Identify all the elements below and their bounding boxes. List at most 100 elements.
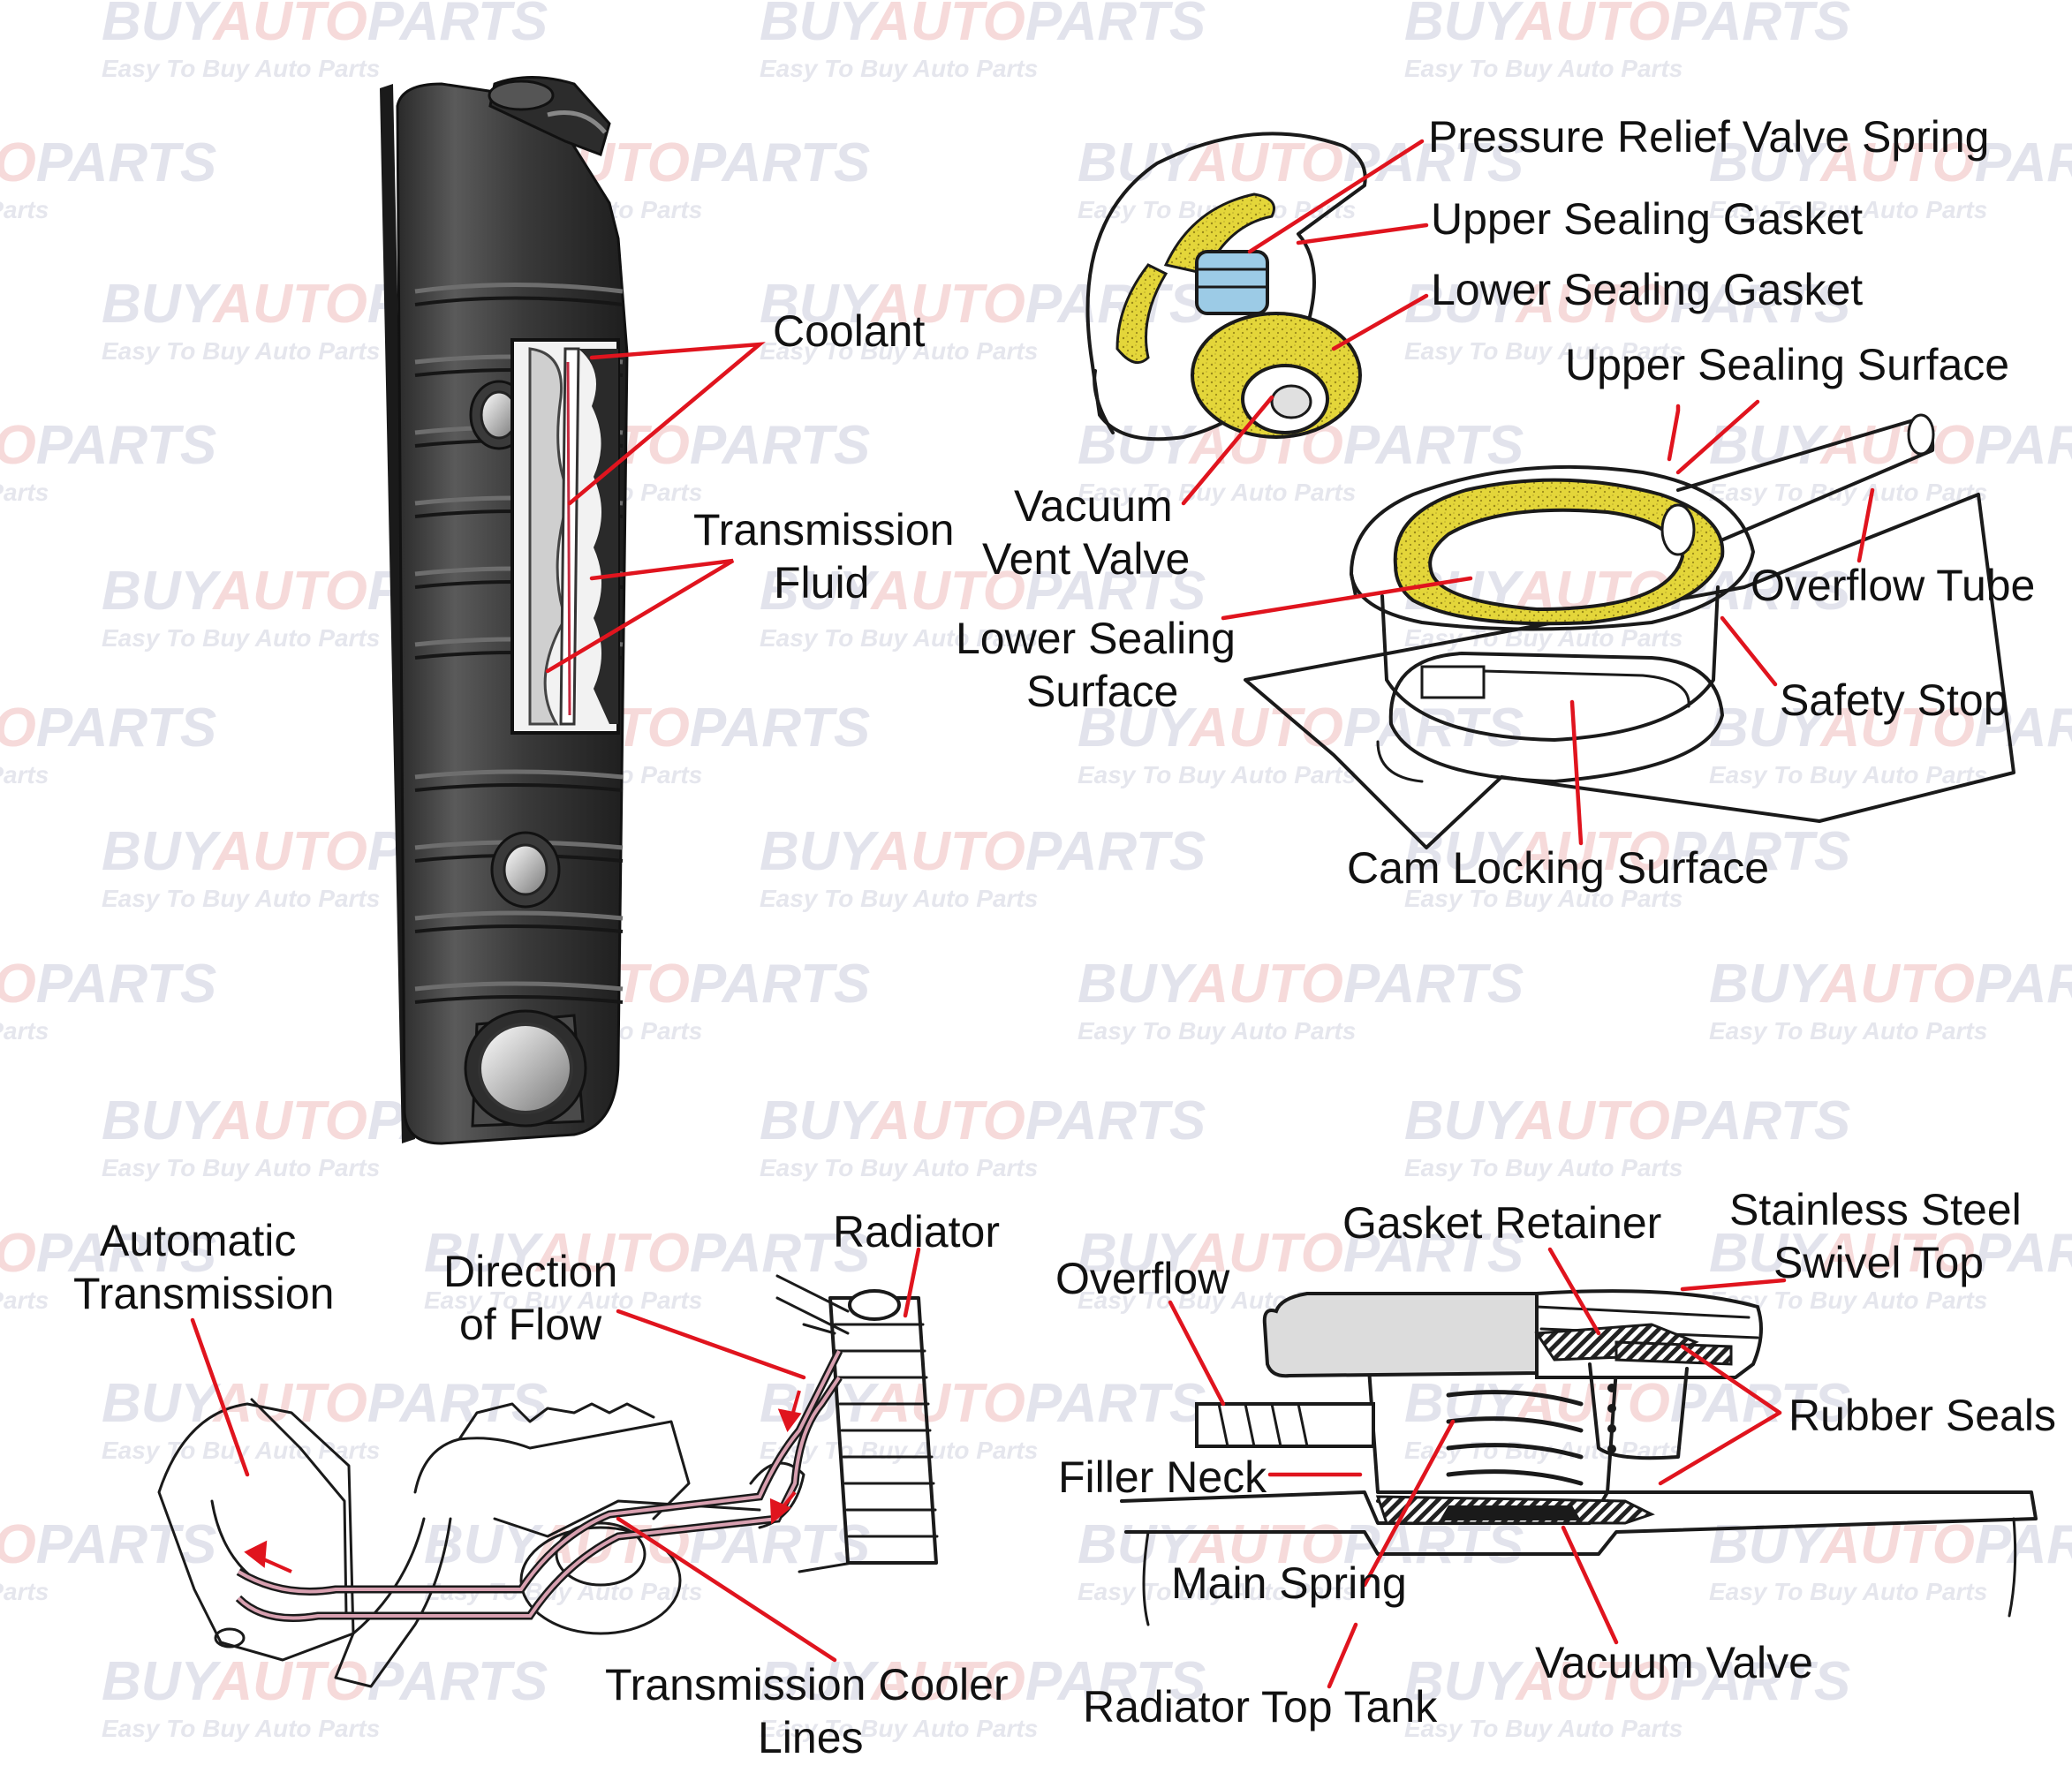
watermark-tagline: Easy To Buy Auto Parts bbox=[1078, 1578, 1356, 1605]
cap-cross-section-illustration bbox=[1120, 1289, 2038, 1626]
watermark-tagline: Easy To Buy Auto Parts bbox=[0, 1286, 49, 1314]
watermark-brand: BUYAUTOPARTS bbox=[0, 698, 216, 758]
watermark-brand: BUYAUTOPARTS bbox=[1078, 1514, 1524, 1575]
cooler-lines-illustration bbox=[157, 1274, 939, 1688]
watermark-brand: BUYAUTOPARTS bbox=[424, 698, 870, 758]
watermark-tagline: Easy To Buy Auto Parts bbox=[760, 885, 1038, 912]
watermark-brand: BUYAUTOPARTS bbox=[102, 1373, 548, 1434]
filler-neck-illustration bbox=[1244, 493, 2015, 849]
watermark-tile: BUYAUTOPARTS Easy To Buy Auto Parts bbox=[1709, 132, 2072, 223]
cap-valve-spring bbox=[1195, 250, 1269, 315]
engine-outline bbox=[334, 1402, 805, 1688]
watermark-tile: BUYAUTOPARTS Easy To Buy Auto Parts bbox=[1078, 1514, 1524, 1605]
label-upper-sealing-gasket: Upper Sealing Gasket bbox=[1431, 194, 1863, 244]
label-transmission-cooler-lines-line2: Lines bbox=[758, 1713, 864, 1762]
watermark-tagline: Easy To Buy Auto Parts bbox=[0, 479, 49, 506]
label-automatic-transmission-line2: Transmission bbox=[73, 1269, 334, 1318]
watermark-brand: BUYAUTOPARTS bbox=[760, 274, 1206, 335]
watermark-tagline: Easy To Buy Auto Parts bbox=[0, 1578, 49, 1605]
label-gasket-retainer: Gasket Retainer bbox=[1342, 1198, 1661, 1248]
label-lower-sealing-surface-line1: Lower Sealing bbox=[956, 614, 1236, 663]
label-radiator: Radiator bbox=[833, 1207, 1000, 1256]
watermark-tagline: Easy To Buy Auto Parts bbox=[1709, 196, 1987, 223]
watermark-tagline: Easy To Buy Auto Parts bbox=[0, 1017, 49, 1045]
label-rubber-seals: Rubber Seals bbox=[1788, 1391, 2056, 1440]
outlet-pipe bbox=[464, 1009, 587, 1128]
label-lower-sealing-gasket: Lower Sealing Gasket bbox=[1431, 265, 1863, 314]
watermark-tagline: Easy To Buy Auto Parts bbox=[1078, 761, 1356, 788]
radiator-tank-leaders bbox=[545, 342, 766, 674]
watermark-brand: BUYAUTOPARTS bbox=[1078, 698, 1524, 758]
watermark-tile: BUYAUTOPARTS Easy To Buy Auto Parts bbox=[0, 132, 216, 223]
watermark-brand: BUYAUTOPARTS bbox=[424, 1514, 870, 1575]
watermark-tile: BUYAUTOPARTS Easy To Buy Auto Parts bbox=[0, 415, 216, 506]
watermark-brand: BUYAUTOPARTS bbox=[0, 1514, 216, 1575]
cooler-lines-leaders bbox=[190, 1247, 921, 1663]
label-stainless-steel-line1: Stainless Steel bbox=[1729, 1185, 2022, 1234]
watermark-tagline: Easy To Buy Auto Parts bbox=[102, 1715, 380, 1742]
label-transmission-fluid-line1: Transmission bbox=[693, 505, 954, 555]
watermark-brand: BUYAUTOPARTS bbox=[1078, 954, 1524, 1015]
transmission-outline bbox=[157, 1398, 355, 1662]
label-transmission-fluid-line2: Fluid bbox=[774, 558, 869, 607]
watermark-tagline: Easy To Buy Auto Parts bbox=[0, 196, 49, 223]
main-spring-coils bbox=[1446, 1390, 1584, 1486]
watermark-brand: BUYAUTOPARTS bbox=[1404, 1373, 1850, 1434]
watermark-brand: BUYAUTOPARTS bbox=[1709, 954, 2072, 1015]
watermark-brand: BUYAUTOPARTS bbox=[1709, 698, 2072, 758]
watermark-brand: BUYAUTOPARTS bbox=[0, 415, 216, 476]
label-upper-sealing-surface: Upper Sealing Surface bbox=[1565, 340, 2009, 389]
watermark-brand: BUYAUTOPARTS bbox=[0, 954, 216, 1015]
label-vacuum-vent-valve-line2: Vent Valve bbox=[982, 534, 1190, 584]
watermark-brand: BUYAUTOPARTS bbox=[424, 1223, 870, 1284]
watermark-tagline: Easy To Buy Auto Parts bbox=[102, 55, 380, 82]
watermark-tile: BUYAUTOPARTS Easy To Buy Auto Parts bbox=[760, 0, 1206, 82]
watermark-tagline: Easy To Buy Auto Parts bbox=[1404, 885, 1683, 912]
label-transmission-cooler-lines-line1: Transmission Cooler bbox=[605, 1660, 1009, 1709]
watermark-brand: BUYAUTOPARTS bbox=[1709, 132, 2072, 193]
watermark-brand: BUYAUTOPARTS bbox=[1404, 0, 1850, 52]
watermark-tagline: Easy To Buy Auto Parts bbox=[102, 885, 380, 912]
watermark-brand: BUYAUTOPARTS bbox=[0, 132, 216, 193]
tank-cutaway bbox=[510, 338, 620, 735]
label-overflow-tube: Overflow Tube bbox=[1751, 561, 2035, 610]
watermark-tagline: Easy To Buy Auto Parts bbox=[424, 1286, 702, 1314]
watermark-brand: BUYAUTOPARTS bbox=[760, 821, 1206, 882]
overflow-spout bbox=[1195, 1402, 1375, 1448]
watermark-tagline: Easy To Buy Auto Parts bbox=[760, 337, 1038, 365]
radiator-tank-illustration bbox=[380, 76, 629, 1145]
watermark-tagline: Easy To Buy Auto Parts bbox=[1404, 1154, 1683, 1181]
watermark-brand: BUYAUTOPARTS bbox=[1404, 1651, 1850, 1712]
label-safety-stop: Safety Stop bbox=[1780, 675, 2008, 725]
watermark-tagline: Easy To Buy Auto Parts bbox=[102, 337, 380, 365]
tank-filler-cap bbox=[488, 76, 611, 156]
watermark-brand: BUYAUTOPARTS bbox=[102, 0, 548, 52]
watermark-tagline: Easy To Buy Auto Parts bbox=[760, 55, 1038, 82]
watermark-tagline: Easy To Buy Auto Parts bbox=[760, 1154, 1038, 1181]
watermark-tagline: Easy To Buy Auto Parts bbox=[102, 624, 380, 652]
watermark-brand: BUYAUTOPARTS bbox=[760, 0, 1206, 52]
watermark-tagline: Easy To Buy Auto Parts bbox=[1078, 1017, 1356, 1045]
watermark-brand: BUYAUTOPARTS bbox=[760, 1651, 1206, 1712]
label-coolant: Coolant bbox=[773, 306, 925, 356]
label-vacuum-valve: Vacuum Valve bbox=[1535, 1638, 1813, 1687]
watermark-tagline: Easy To Buy Auto Parts bbox=[1709, 1017, 1987, 1045]
label-vacuum-vent-valve-line1: Vacuum bbox=[1014, 481, 1173, 531]
watermark-tile: BUYAUTOPARTS Easy To Buy Auto Parts bbox=[1078, 698, 1524, 788]
